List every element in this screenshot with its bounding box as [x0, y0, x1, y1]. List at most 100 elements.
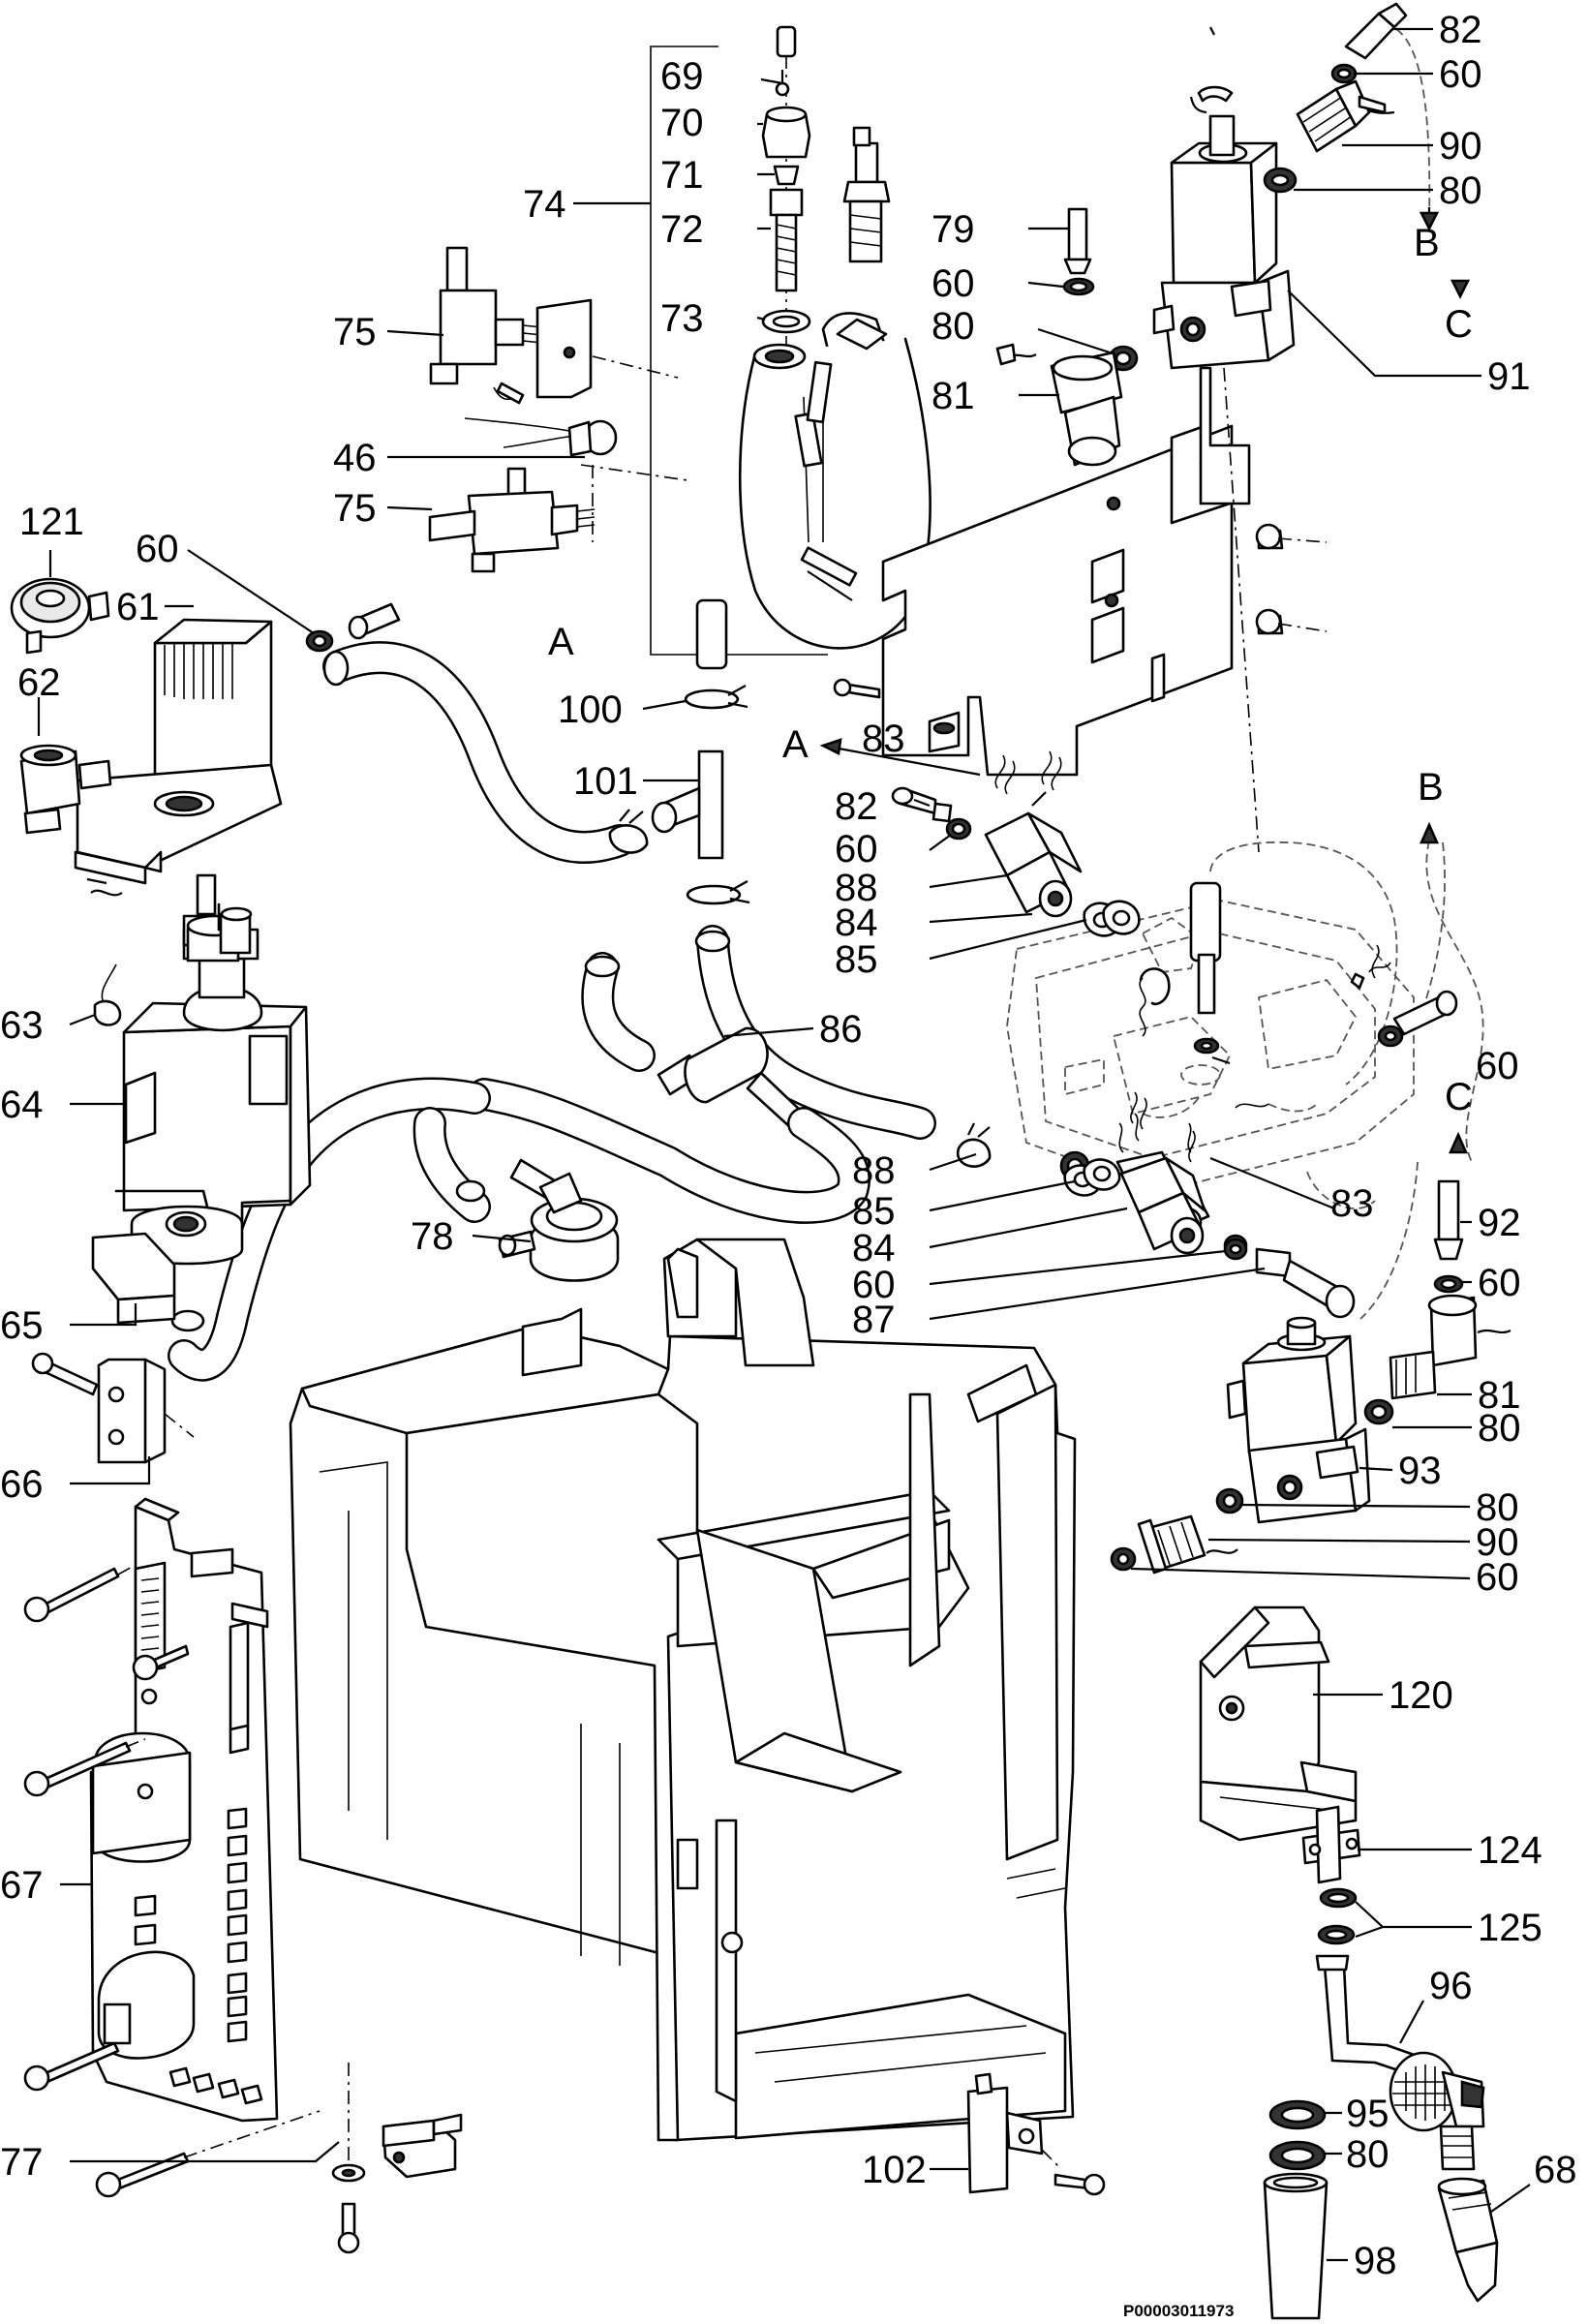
callout-85: 85 [835, 938, 878, 981]
callout-81: 81 [1478, 1374, 1521, 1417]
callout-120: 120 [1389, 1674, 1453, 1717]
callout-91: 91 [1487, 355, 1531, 398]
callout-68: 68 [1534, 2149, 1577, 2191]
leader-lines [37, 27, 1531, 2262]
cover-120 [1199, 1605, 1358, 1842]
sensor-46 [464, 417, 618, 457]
clamp-100-bottom [686, 880, 750, 905]
callout-121: 121 [19, 501, 84, 543]
callout-60: 60 [852, 1264, 896, 1306]
ref-letter-a-left: A [782, 723, 809, 766]
callout-95: 95 [1346, 2093, 1390, 2135]
callout-125: 125 [1478, 1907, 1542, 1949]
callout-79: 79 [931, 208, 975, 251]
oring-80-right-b [1215, 1487, 1244, 1514]
callout-labels: 82 60 90 80 69 70 71 72 73 74 79 60 80 8… [0, 9, 1577, 2282]
fitting-stack [761, 25, 811, 349]
machine-housing [289, 1238, 1077, 2142]
callout-60: 60 [1476, 1045, 1519, 1087]
callout-65: 65 [0, 1304, 44, 1347]
ref-letter-c-right: C [1445, 1076, 1473, 1118]
elbow-81-bottom [1389, 1294, 1512, 1400]
hose-filter-loop [468, 1078, 870, 1224]
solenoid-valve-93 [1226, 1316, 1371, 1524]
callout-83: 83 [1330, 1182, 1374, 1225]
callout-60: 60 [136, 528, 179, 570]
callout-88: 88 [835, 867, 878, 909]
elbow-81-top [995, 343, 1123, 467]
ferrule-71 [773, 165, 800, 186]
callout-90: 90 [1476, 1521, 1519, 1564]
pin-92 [1433, 1179, 1464, 1261]
oring-80-top [1263, 167, 1298, 194]
oring-60-right [1433, 1274, 1464, 1294]
lower-fitting-cluster [1063, 1091, 1248, 1261]
callout-80: 80 [1476, 1486, 1519, 1529]
fitting-90-top [1296, 79, 1395, 153]
oring-60-left [305, 629, 334, 653]
hose-short [581, 952, 656, 1072]
nut-70 [761, 106, 811, 159]
oring-60-mid [1062, 277, 1095, 296]
fitting-90-bottom [1137, 1514, 1238, 1575]
bracket-124 [1301, 1805, 1361, 1884]
callout-80: 80 [1478, 1407, 1521, 1450]
part-66 [31, 1352, 195, 1464]
callout-73: 73 [660, 297, 704, 340]
callout-84: 84 [835, 902, 878, 944]
control-board-67 [89, 1497, 279, 2123]
callout-62: 62 [17, 661, 61, 704]
callout-72: 72 [660, 208, 704, 251]
callout-77: 77 [0, 2141, 44, 2184]
callout-124: 124 [1478, 1829, 1542, 1872]
callout-101: 101 [573, 760, 638, 803]
tube-98 [1263, 2172, 1328, 2320]
ref-arrows [819, 738, 981, 777]
callout-93: 93 [1398, 1450, 1442, 1492]
reference-letters: B C A A B C [548, 222, 1473, 1118]
bracket-screws [833, 523, 1328, 699]
callout-80: 80 [1439, 169, 1482, 212]
callout-60: 60 [835, 828, 878, 871]
callout-87: 87 [852, 1299, 896, 1341]
callout-100: 100 [558, 688, 623, 731]
callout-84: 84 [852, 1227, 896, 1269]
oring-60-bottom [1110, 1546, 1137, 1572]
pcb-screws [23, 1564, 321, 2198]
thermostat-75-lower [428, 464, 688, 573]
callout-67: 67 [0, 1864, 44, 1907]
oring-60-top [1330, 63, 1358, 84]
callout-96: 96 [1429, 1965, 1473, 2007]
callout-61: 61 [116, 586, 160, 628]
latch-102 [966, 2072, 1106, 2196]
callout-78: 78 [411, 1215, 454, 1258]
fitting-left-small [348, 602, 401, 640]
callout-86: 86 [819, 1008, 863, 1051]
gasket-73 [761, 309, 811, 334]
callout-74: 74 [523, 183, 566, 226]
clamp-88-mid [956, 1122, 992, 1168]
pump-64 [93, 873, 312, 1232]
bracket-61 [74, 618, 283, 885]
pin-69 [775, 70, 790, 97]
callout-69: 69 [660, 55, 704, 98]
bracket-65 [91, 1205, 244, 1325]
callout-60: 60 [931, 262, 975, 305]
mid-fitting-cluster [891, 750, 1141, 937]
callout-80: 80 [931, 305, 975, 348]
assembly-lower-mid [1059, 1113, 1356, 1319]
callout-82: 82 [835, 785, 878, 828]
elbow-62 [19, 744, 123, 897]
callout-46: 46 [333, 437, 377, 479]
callout-92: 92 [1478, 1202, 1521, 1244]
callout-80: 80 [1346, 2133, 1390, 2176]
callout-98: 98 [1354, 2240, 1397, 2282]
callout-60: 60 [1476, 1556, 1519, 1599]
clamp-100-top [684, 685, 748, 710]
callout-70: 70 [660, 102, 704, 144]
callout-75: 75 [333, 311, 377, 353]
thermostat-75-upper [429, 246, 679, 405]
callout-85: 85 [852, 1190, 896, 1233]
nozzle-68 [1437, 2177, 1499, 2303]
